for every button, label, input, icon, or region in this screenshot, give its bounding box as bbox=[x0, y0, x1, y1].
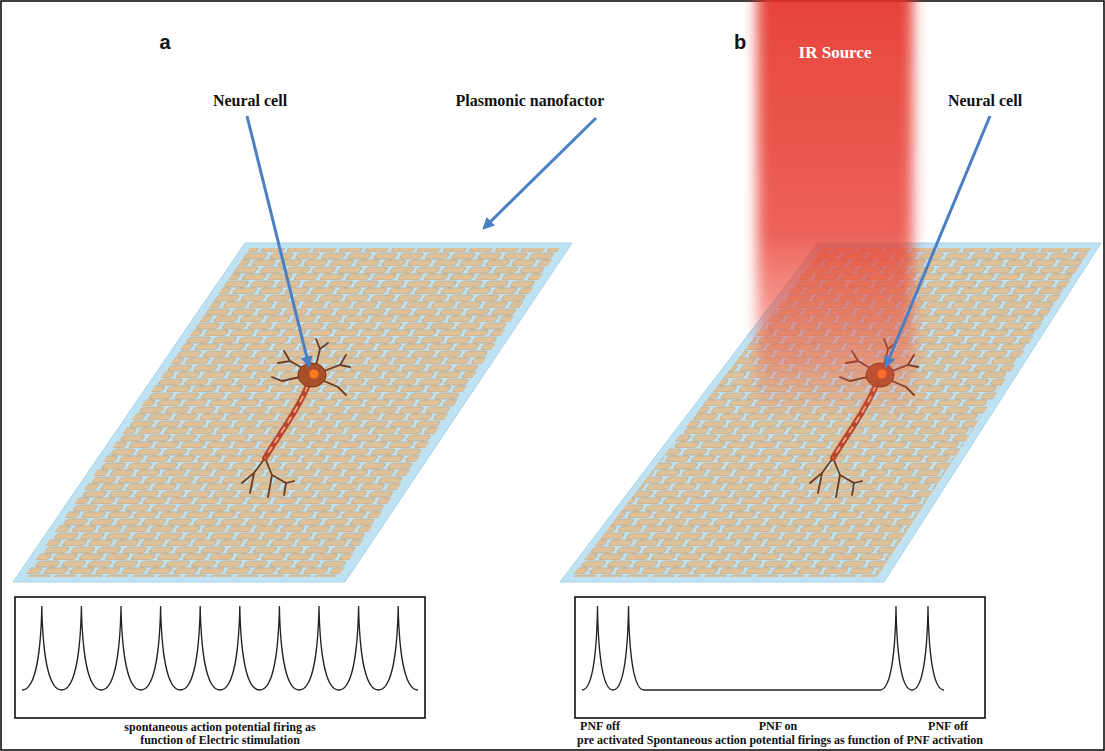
plot-caption: PNF off bbox=[560, 720, 640, 734]
plot-caption: PNF off bbox=[908, 720, 988, 734]
panel-letter: a bbox=[145, 31, 185, 54]
label-text: Plasmonic nanofactor bbox=[420, 92, 640, 110]
label-text: PNF off bbox=[908, 720, 988, 734]
label-text: Neural cell bbox=[910, 92, 1060, 110]
leader-arrow bbox=[484, 118, 596, 228]
label-text: pre activated Spontaneous action potenti… bbox=[500, 734, 1060, 748]
callout-label: Neural cell bbox=[175, 92, 325, 110]
node-text: IR Source bbox=[757, 43, 913, 63]
plot-frame bbox=[575, 597, 985, 718]
label-text: PNF off bbox=[560, 720, 640, 734]
leader-arrow bbox=[886, 116, 990, 366]
plot-caption: spontaneous action potential firing as f… bbox=[108, 721, 332, 747]
label-text: PNF on bbox=[738, 720, 818, 734]
plot-frame bbox=[15, 597, 425, 718]
label-text: Neural cell bbox=[175, 92, 325, 110]
callout-label: Neural cell bbox=[910, 92, 1060, 110]
spike-trace bbox=[22, 606, 418, 690]
plot-caption: PNF on bbox=[738, 720, 818, 734]
label-text: spontaneous action potential firing as f… bbox=[108, 721, 332, 747]
label-text: a bbox=[145, 31, 185, 54]
ir-source-band: IR Source bbox=[757, 40, 913, 66]
spike-trace bbox=[582, 606, 944, 690]
leader-arrow bbox=[247, 116, 309, 366]
callout-label: Plasmonic nanofactor bbox=[420, 92, 640, 110]
panel-letter: b bbox=[720, 31, 760, 54]
label-text: b bbox=[720, 31, 760, 54]
plot-caption: pre activated Spontaneous action potenti… bbox=[500, 734, 1060, 748]
neuron-illustration bbox=[242, 339, 350, 497]
